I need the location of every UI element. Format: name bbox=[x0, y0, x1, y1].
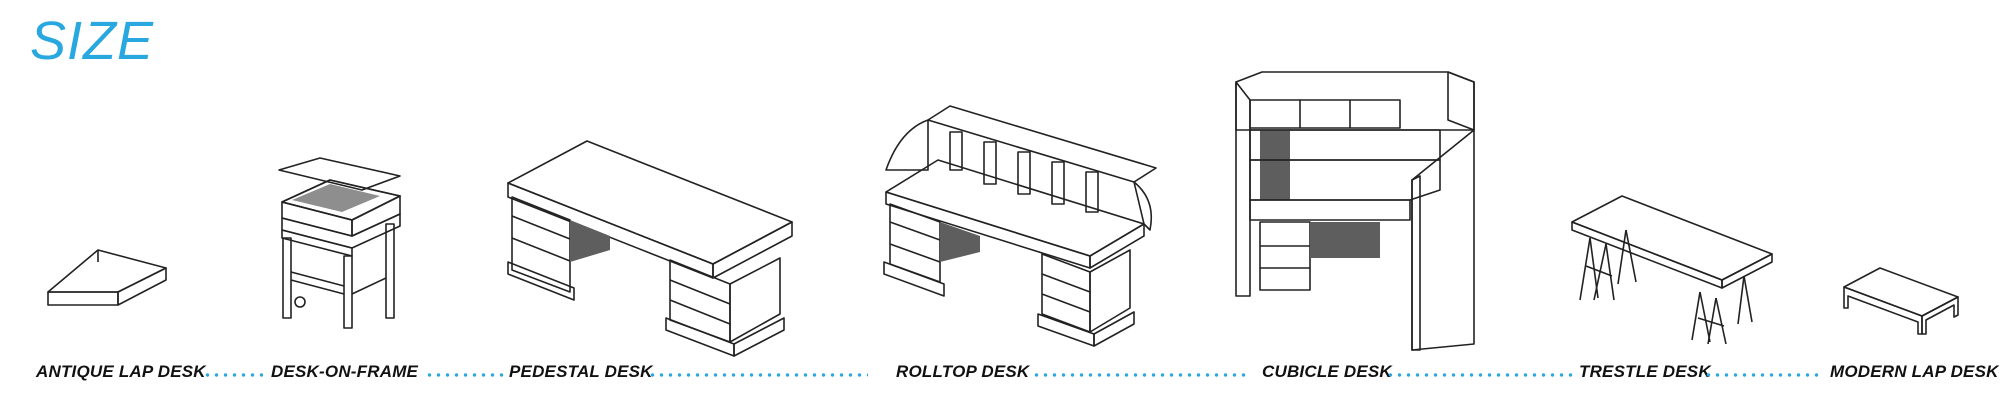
antique-lap-desk-illustration bbox=[47, 249, 167, 306]
label-desk-on-frame: DESK-ON-FRAME bbox=[271, 362, 419, 381]
label-trestle-desk: TRESTLE DESK bbox=[1579, 362, 1711, 381]
dotted-divider bbox=[1704, 373, 1822, 377]
dotted-divider bbox=[1386, 373, 1576, 377]
dotted-divider bbox=[1032, 373, 1250, 377]
cubicle-desk-illustration bbox=[1235, 71, 1475, 351]
modern-lap-desk-illustration bbox=[1843, 267, 1959, 335]
dotted-divider bbox=[203, 373, 263, 377]
label-rolltop-desk: ROLLTOP DESK bbox=[896, 362, 1030, 381]
rolltop-desk-illustration bbox=[883, 105, 1157, 347]
page-title: SIZE bbox=[30, 11, 155, 71]
trestle-desk-illustration bbox=[1571, 195, 1773, 345]
desk-on-frame-illustration bbox=[278, 157, 401, 329]
pedestal-desk-illustration bbox=[507, 140, 793, 357]
label-antique-lap-desk: ANTIQUE LAP DESK bbox=[36, 362, 206, 381]
dotted-divider bbox=[648, 373, 868, 377]
label-modern-lap-desk: MODERN LAP DESK bbox=[1830, 362, 1999, 381]
label-cubicle-desk: CUBICLE DESK bbox=[1262, 362, 1392, 381]
label-pedestal-desk: PEDESTAL DESK bbox=[509, 362, 653, 381]
dotted-divider bbox=[425, 373, 505, 377]
